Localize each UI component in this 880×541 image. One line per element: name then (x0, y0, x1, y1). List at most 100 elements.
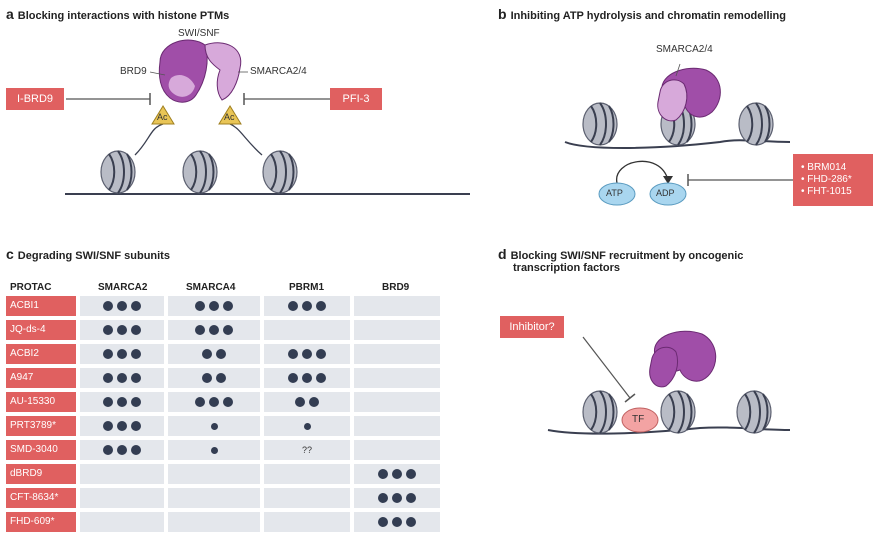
cell-pbrm1 (264, 416, 350, 436)
table-row: ACBI1 (6, 296, 440, 316)
ac-label: Ac (224, 112, 235, 122)
nucleosome-icon (100, 150, 136, 194)
cell-pbrm1 (264, 368, 350, 388)
degradation-dot (392, 493, 402, 503)
degradation-dot (195, 325, 205, 335)
degradation-dot (288, 301, 298, 311)
panel-d-chromatin (547, 390, 791, 435)
cell-brd9 (354, 440, 440, 460)
degradation-dot (131, 325, 141, 335)
nucleosome-icon (736, 390, 772, 434)
protac-name: PRT3789* (6, 416, 76, 436)
cell-brd9 (354, 344, 440, 364)
swi-snf-label: SWI/SNF (178, 28, 220, 39)
cell-brd9 (354, 368, 440, 388)
degradation-dot (223, 397, 233, 407)
cell-brd9 (354, 296, 440, 316)
cell-brd9 (354, 464, 440, 484)
degradation-dot (131, 301, 141, 311)
pfi-3-inhibitor: PFI-3 (330, 88, 382, 110)
smarca2-4-label: SMARCA2/4 (250, 66, 307, 77)
degradation-dot (103, 421, 113, 431)
cell-pbrm1 (264, 488, 350, 508)
degradation-dot (316, 349, 326, 359)
panel-b-chromatin (564, 102, 791, 149)
degradation-dot (209, 397, 219, 407)
degradation-dot (117, 397, 127, 407)
cell-smarca4 (168, 440, 260, 460)
table-row: A947 (6, 368, 440, 388)
degradation-dot (103, 373, 113, 383)
degradation-dot (103, 349, 113, 359)
header-smarca4: SMARCA4 (186, 282, 236, 293)
degradation-dot (117, 325, 127, 335)
nucleosome-icon (182, 150, 218, 194)
acetyl-mark-icon (218, 105, 242, 125)
degradation-dot (316, 373, 326, 383)
atp-label: ATP (606, 188, 623, 198)
degradation-dot (103, 301, 113, 311)
degradation-dot (209, 301, 219, 311)
swi-snf-complex-icon (149, 39, 248, 103)
cell-smarca4 (168, 368, 260, 388)
degradation-dot (392, 469, 402, 479)
cell-brd9 (354, 416, 440, 436)
degradation-dot (210, 422, 218, 430)
cell-smarca4 (168, 344, 260, 364)
cell-brd9 (354, 392, 440, 412)
cell-pbrm1 (264, 464, 350, 484)
protac-name: ACBI2 (6, 344, 76, 364)
table-row: FHD-609* (6, 512, 440, 532)
cell-smarca2 (80, 488, 164, 508)
acetyl-mark-icon (151, 105, 175, 125)
protac-name: JQ-ds-4 (6, 320, 76, 340)
cell-smarca2 (80, 344, 164, 364)
nucleosome-icon (582, 102, 618, 146)
i-brd9-inhibitor: I-BRD9 (6, 88, 64, 110)
adp-molecule-icon (649, 182, 687, 206)
swi-snf-complex-icon (649, 330, 717, 388)
degradation-dot (117, 349, 127, 359)
cell-smarca2 (80, 416, 164, 436)
cell-pbrm1 (264, 320, 350, 340)
degradation-dot (117, 445, 127, 455)
header-protac: PROTAC (10, 282, 52, 293)
degradation-dot (202, 373, 212, 383)
cell-smarca2 (80, 320, 164, 340)
panel-a-chromatin (65, 123, 470, 195)
cell-brd9 (354, 320, 440, 340)
cell-pbrm1 (264, 392, 350, 412)
degradation-dot (392, 517, 402, 527)
nucleosome-icon (582, 390, 618, 434)
protac-name: A947 (6, 368, 76, 388)
degradation-dot (117, 301, 127, 311)
header-pbrm1: PBRM1 (289, 282, 325, 293)
cell-smarca2 (80, 464, 164, 484)
protac-name: ACBI1 (6, 296, 76, 316)
degradation-dot (117, 421, 127, 431)
degradation-dot (216, 373, 226, 383)
protac-name: AU-15330 (6, 392, 76, 412)
cell-pbrm1 (264, 512, 350, 532)
table-row: CFT-8634* (6, 488, 440, 508)
smarca2-4-protein-icon (657, 63, 721, 122)
degradation-dot (309, 397, 319, 407)
degradation-dot (103, 397, 113, 407)
degradation-dot (209, 325, 219, 335)
table-row: JQ-ds-4 (6, 320, 440, 340)
protac-name: CFT-8634* (6, 488, 76, 508)
inhibitor-item: • FHT-1015 (801, 186, 852, 197)
inhibitor-item: • BRM014 (801, 162, 847, 173)
degradation-dot (202, 349, 212, 359)
degradation-dot (131, 349, 141, 359)
degradation-dot (216, 349, 226, 359)
cell-brd9 (354, 488, 440, 508)
degradation-dot (378, 469, 388, 479)
degradation-dot (223, 301, 233, 311)
atpase-inhibitor-list: • BRM014 • FHD-286* • FHT-1015 (793, 154, 873, 206)
degradation-dot (210, 446, 218, 454)
cell-smarca4 (168, 464, 260, 484)
